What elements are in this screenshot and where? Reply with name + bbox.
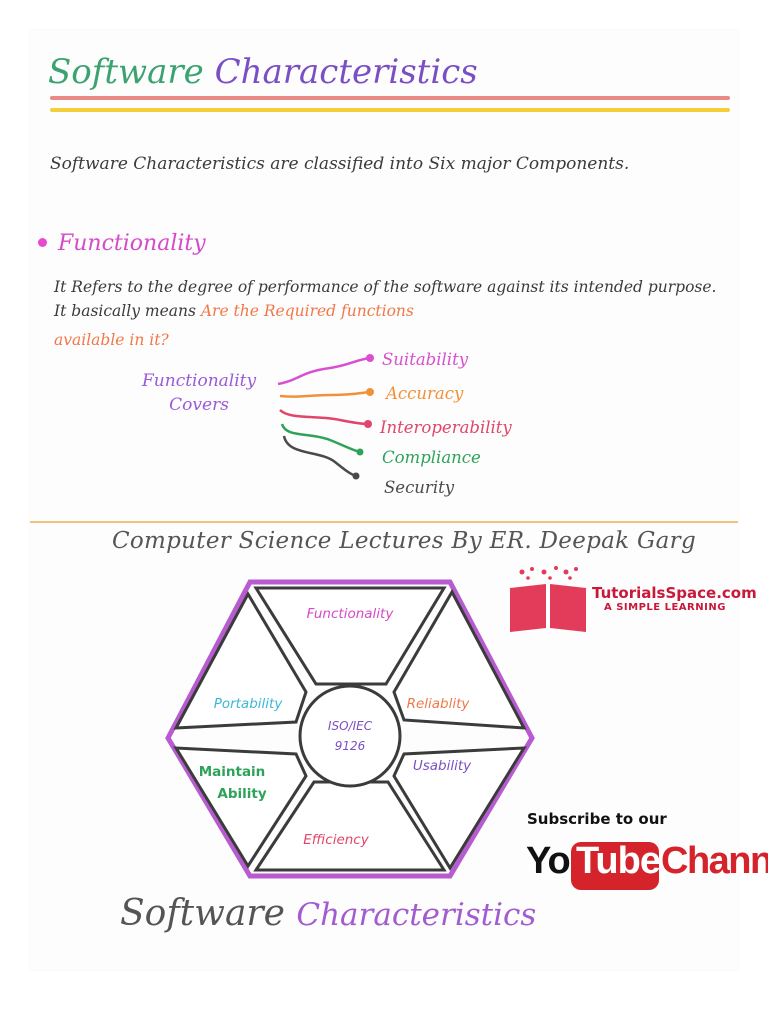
hexagon-diagram: ISO/IEC 9126 Functionality Reliablity Us… — [165, 579, 535, 879]
label-functionality: Functionality — [307, 606, 395, 622]
footer-title: Software Characteristics — [120, 893, 536, 934]
segment-reliability — [392, 588, 527, 730]
description-highlight: Are the Required functions — [200, 302, 414, 320]
footer-word-characteristics: Characteristics — [296, 897, 537, 933]
youtube-tube-text: Tube — [576, 840, 661, 882]
footer-word-software: Software — [120, 893, 285, 934]
description-highlight-line2: available in it? — [54, 331, 169, 349]
center-label-line1: ISO/IEC — [328, 719, 373, 733]
center-circle — [298, 684, 402, 788]
title-underline-yellow — [50, 108, 730, 112]
label-reliability: Reliablity — [407, 696, 471, 712]
brand-name-part1: Tutorials — [592, 584, 666, 602]
covers-label: Functionality Covers — [142, 369, 256, 417]
brand-tagline: A SIMPLE LEARNING — [604, 602, 726, 613]
bullet-heading: Functionality — [58, 231, 206, 256]
label-portability: Portability — [214, 696, 284, 712]
intro-text: Software Characteristics are classified … — [50, 154, 630, 174]
branch-label-suitability: Suitability — [382, 350, 469, 369]
branch-label-security: Security — [384, 478, 455, 497]
open-book-icon — [510, 566, 586, 632]
subscribe-text: Subscribe to our — [527, 810, 667, 828]
functionality-description: It Refers to the degree of performance o… — [54, 275, 724, 323]
brand-name: TutorialsSpace.com — [592, 584, 757, 602]
title-word-characteristics: Characteristics — [214, 52, 478, 92]
title-underline-red — [50, 96, 730, 100]
segment-functionality — [253, 586, 447, 686]
lecture-credit: Computer Science Lectures By ER. Deepak … — [112, 528, 696, 554]
branch-label-compliance: Compliance — [382, 448, 481, 467]
segment-portability — [173, 590, 308, 730]
label-efficiency: Efficiency — [303, 832, 369, 848]
label-usability: Usability — [413, 758, 472, 774]
branch-label-accuracy: Accuracy — [386, 384, 464, 403]
youtube-red-box — [571, 842, 659, 890]
covers-line2: Covers — [169, 395, 229, 415]
label-ability: Ability — [217, 786, 266, 802]
brand-name-part2: Space.com — [665, 584, 757, 602]
label-maintain: Maintain — [199, 764, 266, 780]
section-divider — [30, 521, 738, 523]
bullet-dot — [38, 238, 47, 247]
description-text: It Refers to the degree of performance o… — [54, 278, 717, 320]
youtube-channel-text: Channel — [661, 840, 768, 882]
segment-maintainability — [173, 746, 308, 869]
branch-label-interoperability: Interoperability — [380, 418, 512, 437]
hexagon-outline — [165, 579, 535, 879]
center-label-line2: 9126 — [335, 739, 366, 753]
covers-line1: Functionality — [142, 371, 257, 391]
segment-usability — [392, 746, 527, 871]
segment-efficiency — [253, 780, 447, 872]
title-word-software: Software — [48, 52, 204, 92]
page-title: Software Characteristics — [48, 52, 478, 92]
